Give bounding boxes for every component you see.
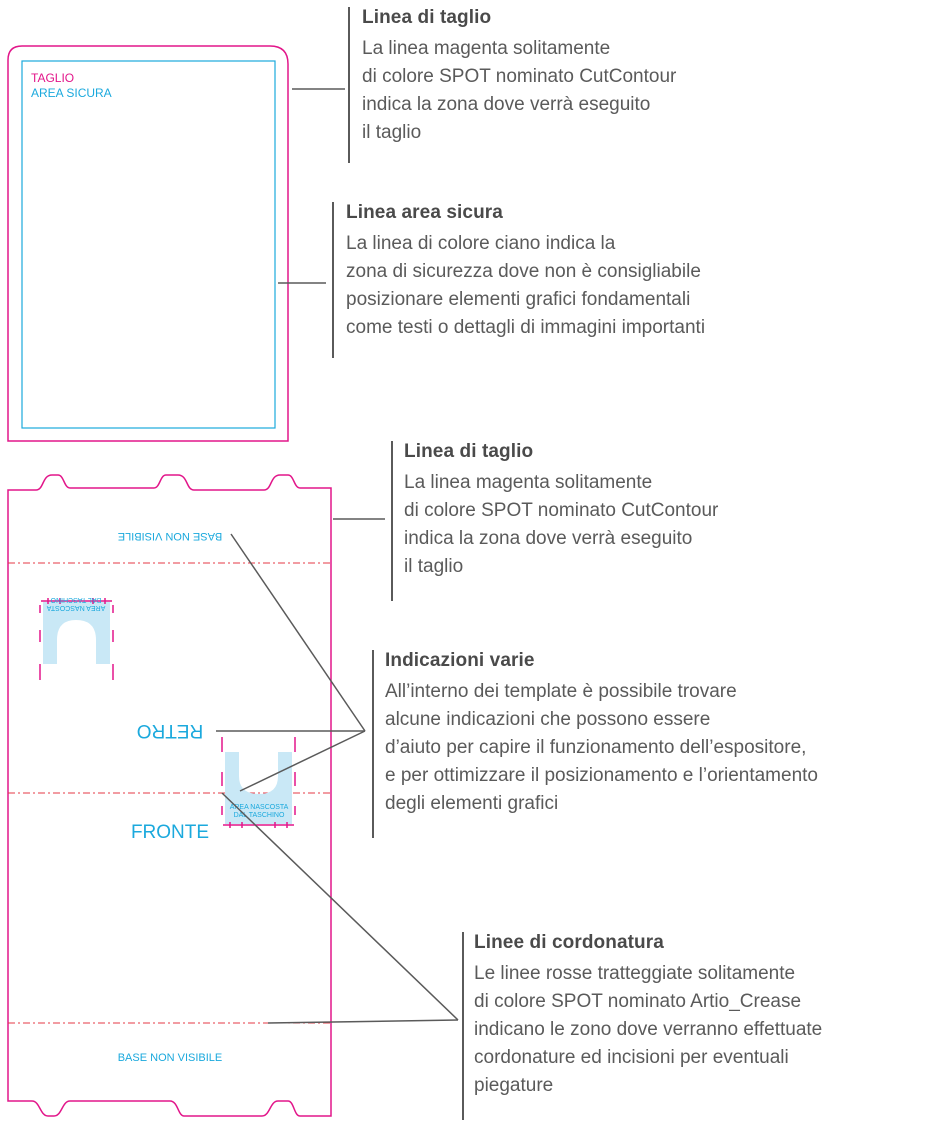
callout-title: Linea di taglio	[362, 7, 492, 28]
hidden-area-bottom: AREA NASCOSTA DAL TASCHINO	[221, 737, 296, 828]
callout-text: All’interno dei template è possibile tro…	[385, 681, 818, 814]
leader-base-top	[230, 533, 366, 732]
callout-bar	[391, 441, 393, 601]
label-base-non-visibile-top: BASE NON VISIBILE	[118, 530, 223, 542]
label-taglio: TAGLIO	[31, 71, 74, 85]
callout-text: La linea magenta solitamente di colore S…	[404, 472, 719, 577]
label-fronte: FRONTE	[131, 822, 209, 843]
hidden-top-line2: DAL TASCHINO	[50, 596, 101, 603]
callout-bar	[372, 650, 374, 838]
leader-crease-2	[221, 792, 459, 1021]
label-area-sicura: AREA SICURA	[31, 86, 112, 100]
callout-safe-area: Linea area sicura La linea di colore cia…	[332, 202, 705, 358]
callout-title: Linea di taglio	[404, 441, 534, 462]
callout-cut-line-template: Linea di taglio La linea magenta solitam…	[391, 441, 718, 601]
leader-hidden-bottom	[239, 730, 366, 792]
callout-bar	[348, 7, 350, 163]
callout-text: Le linee rosse tratteggiate solitamente …	[474, 963, 823, 1096]
callout-title: Linee di cordonatura	[474, 932, 664, 953]
cut-line-card	[7, 45, 289, 442]
callout-title: Linea area sicura	[346, 202, 503, 223]
cut-line-template	[7, 474, 332, 1117]
safe-area-card	[21, 60, 276, 429]
label-base-non-visibile-bottom: BASE NON VISIBILE	[118, 1052, 223, 1064]
callout-text: La linea magenta solitamente di colore S…	[362, 38, 677, 143]
callout-various-indications: Indicazioni varie All’interno dei templa…	[372, 650, 818, 838]
hidden-bottom-line1: AREA NASCOSTA	[230, 804, 289, 811]
hidden-bottom-line2: DAL TASCHINO	[234, 812, 285, 819]
callout-title: Indicazioni varie	[385, 650, 535, 671]
callout-bar	[332, 202, 334, 358]
label-retro: RETRO	[137, 720, 204, 741]
callout-bar	[462, 932, 464, 1120]
callout-crease-lines: Linee di cordonatura Le linee rosse trat…	[462, 932, 822, 1120]
leader-crease-3	[267, 1019, 459, 1024]
hidden-area-top: AREA NASCOSTA DAL TASCHINO	[39, 596, 114, 680]
callout-cut-line-card: Linea di taglio La linea magenta solitam…	[348, 7, 676, 163]
hidden-top-line1: AREA NASCOSTA	[46, 604, 105, 611]
callout-text: La linea di colore ciano indica la zona …	[346, 233, 706, 338]
